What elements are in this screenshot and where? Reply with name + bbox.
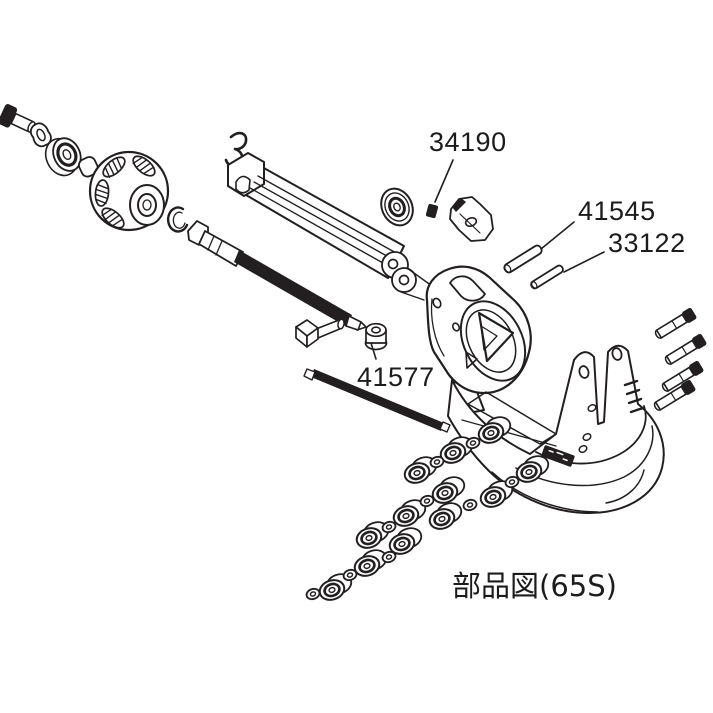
cutter-body — [425, 265, 532, 415]
pin-41545 — [503, 244, 543, 274]
leader-33122 — [563, 251, 605, 273]
slide-channel — [227, 152, 433, 301]
wave-washer — [29, 122, 52, 148]
retaining-ring — [166, 206, 189, 233]
knob-petal — [102, 156, 126, 178]
brand-plate — [541, 445, 575, 467]
part-label-41545: 41545 — [578, 196, 656, 226]
diagram-title: 部品図(65S) — [452, 569, 617, 603]
adjustment-knob — [88, 150, 170, 232]
flanged-bearing — [44, 137, 82, 177]
pin-33122 — [530, 264, 564, 290]
leader-34190 — [434, 159, 454, 203]
carriage-bolt — [295, 318, 345, 348]
part-label-34190: 34190 — [429, 127, 507, 157]
spring-rod — [303, 368, 451, 433]
knob-petal — [94, 179, 110, 207]
knob-petal — [132, 155, 156, 177]
bearing-washer — [380, 187, 414, 227]
leader-41545 — [540, 221, 575, 250]
latch — [449, 196, 494, 242]
part-label-33122: 33122 — [608, 228, 686, 258]
feed-nut — [364, 322, 388, 351]
set-screw-part — [425, 203, 439, 219]
leader-lines — [370, 159, 605, 360]
leader-41577 — [370, 342, 377, 360]
knob-petal — [101, 207, 125, 229]
feed-screw — [187, 220, 367, 331]
part-label-41577: 41577 — [357, 362, 435, 392]
frame-screws — [651, 306, 709, 414]
